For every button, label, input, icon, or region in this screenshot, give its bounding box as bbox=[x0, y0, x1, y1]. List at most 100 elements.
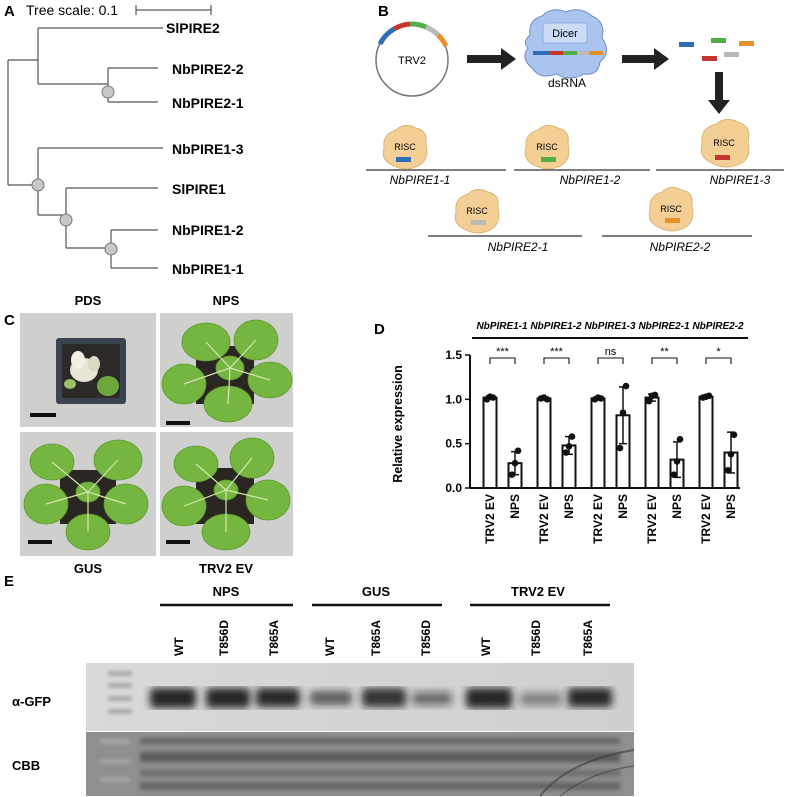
bar bbox=[590, 397, 606, 489]
blot-group-headers: NPS GUS TRV2 EV bbox=[160, 584, 610, 607]
significance-bracket bbox=[489, 357, 516, 364]
row-label-cbb: CBB bbox=[12, 758, 40, 773]
target-label: NbPIRE1-3 bbox=[710, 173, 771, 187]
leaf-label: NbPIRE1-1 bbox=[172, 261, 244, 277]
risc-label: RISC bbox=[660, 204, 682, 214]
data-point bbox=[724, 466, 732, 474]
arrow-icon bbox=[467, 48, 516, 70]
y-tick-label: 1.0 bbox=[445, 392, 462, 406]
data-point bbox=[511, 459, 519, 467]
panel-label-c: C bbox=[4, 312, 15, 329]
tree-scale-label: Tree scale: 0.1 bbox=[26, 2, 118, 18]
data-point bbox=[565, 443, 573, 450]
arrow-icon bbox=[622, 48, 669, 70]
blot-row-labels: α-GFP CBB bbox=[12, 694, 51, 773]
plant-photo-gus bbox=[20, 432, 156, 556]
significance-bracket bbox=[651, 357, 678, 364]
sirna-fragments bbox=[679, 38, 754, 61]
gene-label: NbPIRE2-1 bbox=[638, 321, 690, 332]
risc-label: RISC bbox=[394, 142, 416, 152]
photo-label-trv2-ev: TRV2 EV bbox=[199, 561, 253, 576]
data-point bbox=[670, 471, 678, 479]
y-axis-title: Relative expression bbox=[391, 365, 405, 482]
lane-label: T865A bbox=[267, 620, 281, 656]
significance-bracket bbox=[597, 357, 624, 364]
group-label-gus: GUS bbox=[362, 584, 391, 599]
dicer-complex: Dicer dsRNA bbox=[524, 9, 607, 90]
data-point bbox=[705, 392, 713, 400]
risc-label: RISC bbox=[713, 138, 735, 148]
significance-label: ** bbox=[660, 346, 669, 358]
plant-photo-trv2-ev bbox=[160, 432, 293, 556]
arrow-down-icon bbox=[708, 72, 730, 114]
significance-label: ns bbox=[605, 346, 617, 358]
lane-label: T856D bbox=[217, 620, 231, 656]
data-point bbox=[562, 449, 570, 456]
data-point bbox=[508, 471, 516, 479]
data-point bbox=[568, 433, 576, 440]
gene-label: NbPIRE1-2 bbox=[530, 321, 582, 332]
data-point bbox=[597, 395, 605, 402]
lane-label: T856D bbox=[419, 620, 433, 656]
panel-label-e: E bbox=[4, 573, 14, 590]
blot-gfp bbox=[86, 663, 634, 731]
x-tick-label: NPS bbox=[616, 494, 630, 519]
blot-lane-labels: WT T856D T865A WT T865A T856D WT T856D T… bbox=[172, 620, 595, 656]
data-point bbox=[651, 391, 659, 399]
x-tick-label: NPS bbox=[508, 494, 522, 519]
bar bbox=[482, 396, 498, 489]
target-label: NbPIRE2-1 bbox=[488, 240, 549, 254]
significance-label: * bbox=[716, 346, 721, 358]
x-tick-label: TRV2 EV bbox=[483, 494, 497, 544]
data-point bbox=[514, 447, 522, 455]
panel-c: C PDS NPS GUS TRV2 EV bbox=[4, 293, 293, 576]
risc-label: RISC bbox=[536, 142, 558, 152]
leaf-label: NbPIRE2-2 bbox=[172, 61, 244, 77]
bootstrap-nodes bbox=[31, 85, 118, 256]
data-point bbox=[730, 431, 738, 439]
lane-label: T865A bbox=[369, 620, 383, 656]
bar bbox=[536, 397, 552, 489]
data-point bbox=[676, 435, 684, 443]
y-tick-label: 0.0 bbox=[445, 481, 462, 495]
photo-label-nps: NPS bbox=[213, 293, 240, 308]
bar bbox=[698, 395, 714, 490]
significance-bracket bbox=[543, 357, 570, 364]
leaf-label: SlPIRE1 bbox=[172, 181, 226, 197]
panel-b: B TRV2 Dicer dsRNA bbox=[366, 3, 784, 254]
significance-bracket bbox=[705, 357, 732, 364]
panel-e: E NPS GUS TRV2 EV WT T856D T865A WT T865… bbox=[4, 573, 635, 797]
leaf-label: SlPIRE2 bbox=[166, 20, 220, 36]
target-label: NbPIRE1-1 bbox=[390, 173, 451, 187]
lane-label: WT bbox=[323, 637, 337, 656]
panel-d: D Relative expression 0.00.51.01.5NbPIRE… bbox=[374, 321, 748, 544]
y-tick-label: 0.5 bbox=[445, 437, 462, 451]
x-tick-label: TRV2 EV bbox=[591, 494, 605, 544]
y-tick-label: 1.5 bbox=[445, 348, 462, 362]
photo-label-gus: GUS bbox=[74, 561, 103, 576]
lane-label: T856D bbox=[529, 620, 543, 656]
data-point bbox=[616, 444, 624, 452]
trv2-label: TRV2 bbox=[398, 55, 426, 67]
trv2-plasmid: TRV2 bbox=[375, 21, 449, 97]
leaf-label: NbPIRE1-3 bbox=[172, 141, 244, 157]
lane-label: WT bbox=[172, 637, 186, 656]
plant-photo-nps bbox=[160, 313, 293, 427]
significance-label: *** bbox=[496, 346, 510, 358]
panel-label-b: B bbox=[378, 3, 389, 20]
group-label-nps: NPS bbox=[213, 584, 240, 599]
data-point bbox=[622, 382, 630, 390]
x-tick-label: TRV2 EV bbox=[645, 494, 659, 544]
gene-label: NbPIRE1-3 bbox=[584, 321, 636, 332]
x-tick-label: TRV2 EV bbox=[699, 494, 713, 544]
bar bbox=[644, 396, 660, 489]
tree-leaf-labels: SlPIRE2 NbPIRE2-2 NbPIRE2-1 NbPIRE1-3 Sl… bbox=[166, 20, 244, 277]
risc-targets: RISC NbPIRE1-1 RISC NbPIRE1-2 RISC NbPIR… bbox=[366, 119, 784, 254]
data-point bbox=[645, 397, 653, 405]
data-point bbox=[543, 396, 551, 403]
gene-label: NbPIRE2-2 bbox=[692, 321, 744, 332]
dsrna-label: dsRNA bbox=[548, 76, 586, 90]
x-tick-label: NPS bbox=[724, 494, 738, 519]
plant-photo-pds bbox=[20, 313, 156, 427]
